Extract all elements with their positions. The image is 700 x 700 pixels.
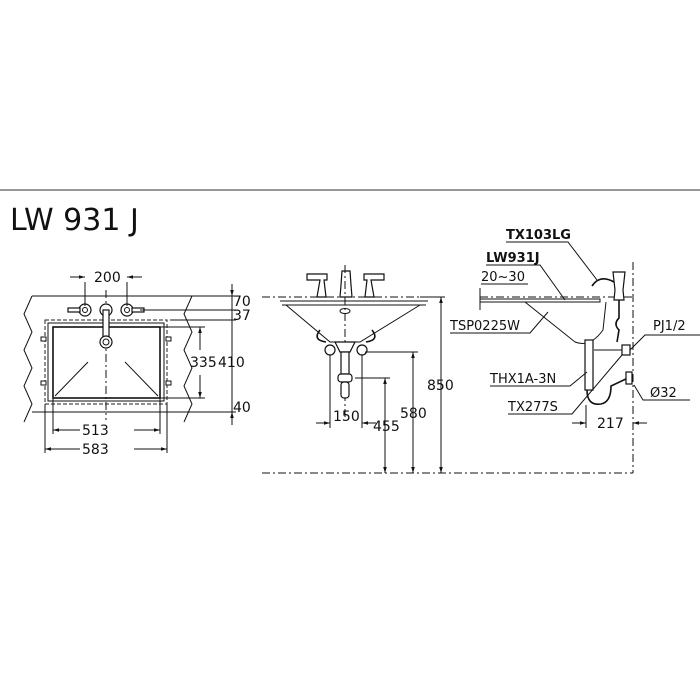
supply-hose [615,300,620,343]
faucet-side-icon [591,271,626,301]
dim-supply-spacing: 150 [333,409,360,425]
trap-icon [584,339,633,406]
label-counter-thickness: 20~30 [481,270,525,285]
front-view: 150 455 580 850 [262,265,633,474]
dim-overall-depth: 410 [218,355,245,371]
countertop-outline [32,295,208,413]
dim-basin-depth: 335 [190,355,217,371]
page-title: LW 931 J [10,203,139,238]
side-view: TX103LG LW931J 20~30 TSP0225W PJ1/2 THX1… [449,228,700,473]
break-line-left [23,295,33,423]
faucet-handle-left-icon [67,303,92,317]
label-trap: TX277S [507,400,558,415]
dim-supply-height: 580 [400,406,427,422]
dim-counter-height: 850 [427,378,454,394]
dim-top-37: 37 [233,308,251,324]
dim-basin-width: 513 [82,423,109,439]
dim-faucet-spacing: 200 [94,270,121,286]
label-mount: TSP0225W [449,319,520,334]
drain-pipe-icon [334,341,356,399]
label-supply: PJ1/2 [653,319,686,334]
dim-top-70: 70 [233,294,251,310]
basin-profile [285,304,421,343]
label-pipe-dia: Ø32 [650,386,677,401]
dim-overall-width: 583 [82,442,109,458]
faucet-front-icon [306,270,385,298]
mounting-clips [40,336,172,386]
dim-trap-height: 455 [373,419,400,435]
faucet-spout-icon [99,303,113,349]
basin-side-profile [524,301,607,344]
break-line-right [183,295,193,423]
plan-view: 200 513 583 70 37 335 410 40 [23,270,251,458]
label-basin: LW931J [486,251,540,266]
label-faucet: TX103LG [506,228,571,243]
dim-front-40: 40 [233,400,251,416]
label-drain: THX1A-3N [489,372,556,387]
dim-wall-offset: 217 [597,416,624,432]
